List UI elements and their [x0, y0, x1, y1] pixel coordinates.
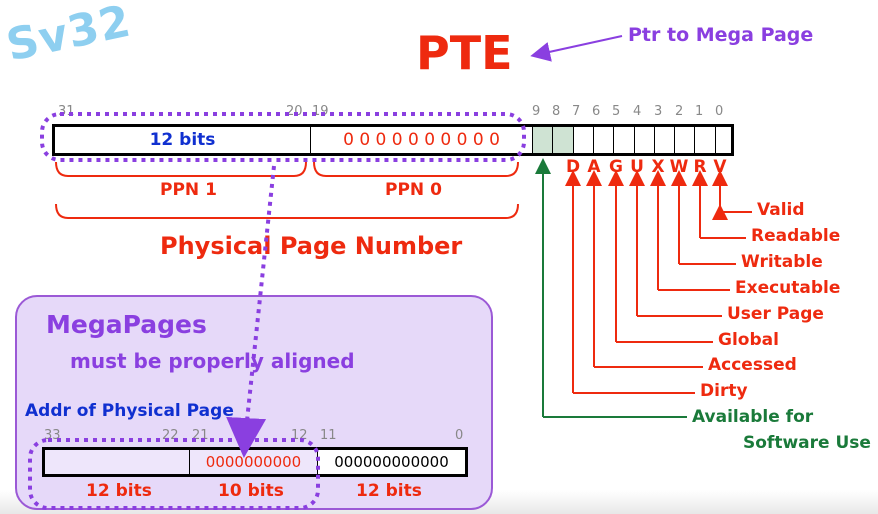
bit-4: [633, 127, 654, 153]
ppn1-value: 12 bits: [149, 130, 216, 150]
bit-1: [694, 127, 714, 153]
readable-label: Readable: [751, 226, 841, 246]
bit-5: [613, 127, 633, 153]
writable-label: Writable: [741, 252, 823, 272]
valid-label: Valid: [757, 200, 805, 220]
bit-0: [714, 127, 734, 153]
flag-arrows: [565, 170, 752, 394]
bit-number: 5: [612, 104, 621, 119]
rsw-bit-9: [532, 127, 553, 153]
width-label: 12 bits: [356, 481, 422, 501]
bit-number: 11: [320, 428, 337, 443]
ppn0-label: PPN 0: [385, 180, 442, 200]
accessed-label: Accessed: [708, 355, 797, 375]
bit-number: 4: [633, 104, 642, 119]
bit-2: [674, 127, 694, 153]
bit-number: 0: [455, 428, 464, 443]
bit-number: 6: [592, 104, 601, 119]
addr-label: Addr of Physical Page: [25, 401, 234, 421]
bit-number: 9: [532, 104, 541, 119]
ppn1-label: PPN 1: [160, 180, 217, 200]
bit-number: 20: [286, 104, 303, 119]
ppn0-field: 0 0 0 0 0 0 0 0 0 0: [310, 127, 532, 153]
available-label: Available for: [692, 407, 814, 427]
rsw-arrow: [542, 165, 687, 418]
megapages-heading: MegaPages: [46, 310, 207, 339]
executable-label: Executable: [735, 278, 841, 298]
pointer-arrow: [530, 35, 623, 62]
dotted-highlights: [28, 112, 526, 510]
width-label: 10 bits: [218, 481, 284, 501]
bit-7: [572, 127, 593, 153]
low-value: 000000000000: [334, 453, 449, 471]
bit-6: [592, 127, 613, 153]
ppn0-value: 0 0 0 0 0 0 0 0 0 0: [343, 130, 500, 150]
user-page-label: User Page: [727, 304, 824, 324]
physical-page-number-label: Physical Page Number: [160, 232, 463, 260]
page-title: PTE: [416, 26, 513, 80]
bit-number: 0: [715, 104, 724, 119]
width-label: 12 bits: [86, 481, 152, 501]
braces: [55, 161, 519, 219]
bit-number: 1: [695, 104, 704, 119]
software-use-label: Software Use: [743, 433, 871, 453]
bit-number: 3: [654, 104, 663, 119]
physical-address-register: 0000000000 000000000000: [42, 447, 468, 477]
ppn1-field: 12 bits: [55, 127, 310, 153]
dirty-label: Dirty: [700, 381, 748, 401]
bit-3: [653, 127, 674, 153]
bit-number: 8: [552, 104, 561, 119]
bit-number: 7: [572, 104, 581, 119]
rsw-bit-8: [552, 127, 573, 153]
pte-register: 12 bits 0 0 0 0 0 0 0 0 0 0: [52, 124, 734, 156]
pointer-note: Ptr to Mega Page: [628, 24, 814, 46]
bit-number: 2: [675, 104, 684, 119]
global-label: Global: [718, 330, 779, 350]
low-field: 000000000000: [317, 450, 465, 474]
megapages-subheading: must be properly aligned: [70, 349, 355, 373]
